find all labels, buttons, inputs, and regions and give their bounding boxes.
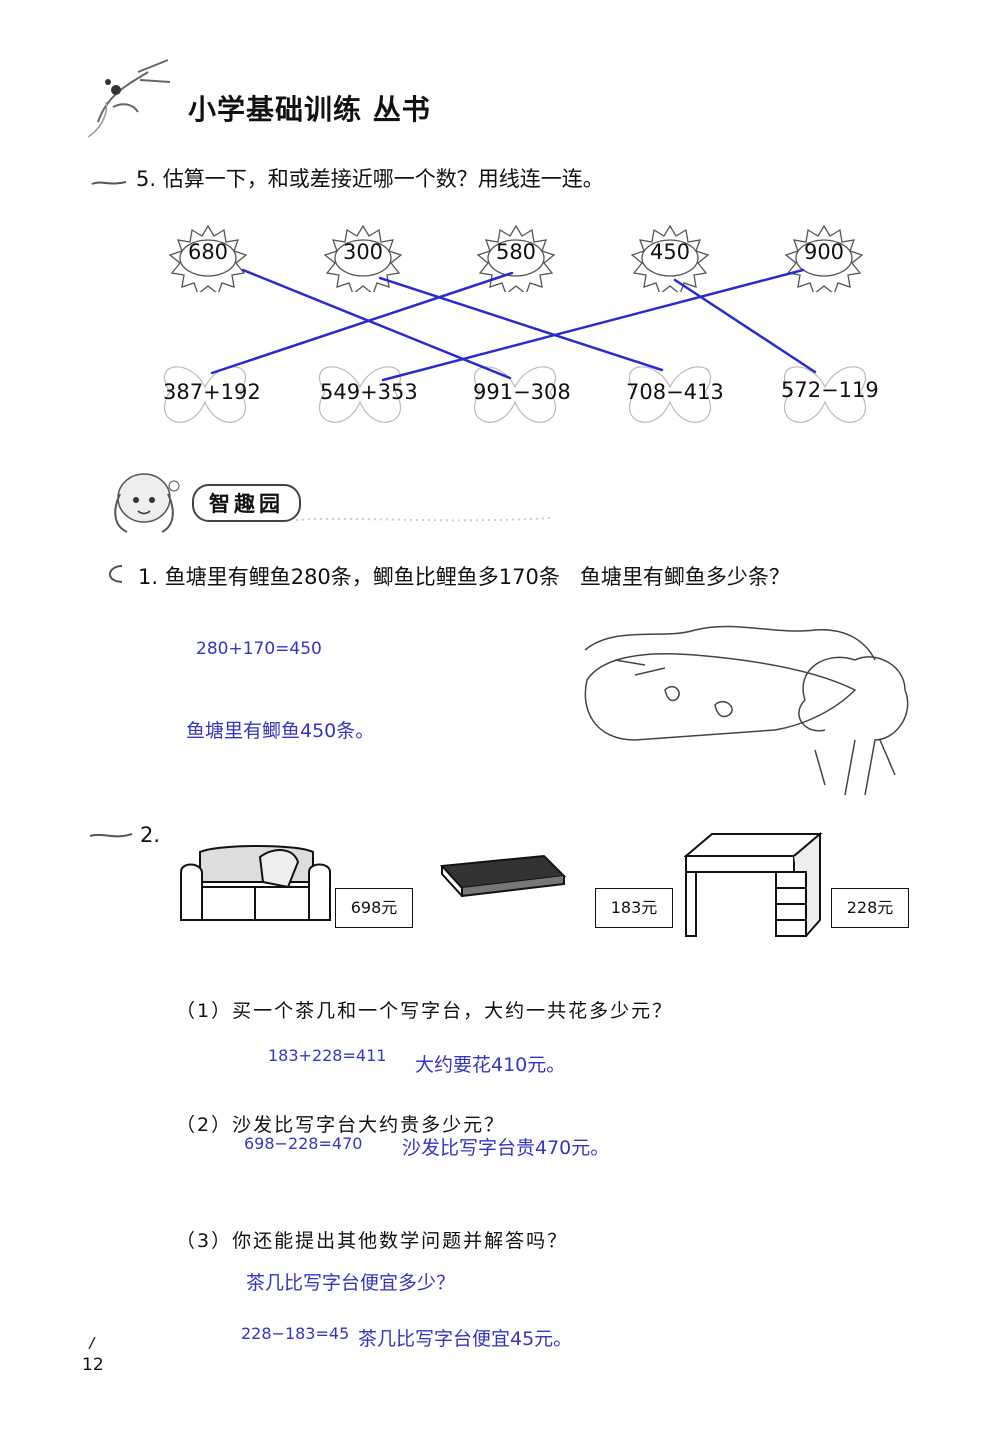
butterfly-decoration-icon [163,366,867,423]
expression: 708−413 [626,380,724,404]
flower-icon [476,224,556,292]
expression: 387+192 [163,380,261,404]
p1-answer-calc: 280+170=450 [196,639,322,659]
line-450-to-572-119 [673,278,817,374]
flower-icon [323,224,403,292]
flower-icon [630,224,710,292]
section-underline-dots [296,517,552,522]
pencil-mark-icon [89,833,133,838]
pencil-mark-icon [91,181,127,185]
flower-icon [168,224,248,292]
line-900-to-549-353 [381,268,805,382]
dragonfly-illustration-icon [87,59,171,138]
girl-mascot-icon [114,473,180,533]
p2-sub3-question: （3）你还能提出其他数学问题并解答吗？ [176,1230,569,1252]
number-flower: 450 [622,222,718,292]
p2-sub2-text: 沙发比写字台贵470元。 [402,1137,610,1159]
page-number-tick-icon [88,1336,96,1350]
p2-label: 2. [140,823,161,847]
expression: 549+353 [320,380,418,404]
p2-sub2-calc: 698−228=470 [244,1134,363,1153]
sofa-icon [180,845,331,921]
number-flower: 680 [160,222,256,292]
expression: 572−119 [781,378,879,402]
p1-answer-text: 鱼塘里有鲫鱼450条。 [186,720,375,742]
pencil-mark-icon [109,565,123,583]
tea-table-icon [439,854,567,898]
p2-sub3-text: 茶几比写字台便宜45元。 [358,1328,573,1350]
flower-number: 300 [342,240,384,264]
section-title-box: 智趣园 [192,484,301,522]
p2-sub2-question: （2）沙发比写字台大约贵多少元？ [176,1114,506,1136]
flower-icon [784,224,864,292]
number-flower: 300 [315,222,411,292]
number-flower: 580 [468,222,564,292]
p1-prompt: 1. 鱼塘里有鲤鱼280条，鲫鱼比鲤鱼多170条 鱼塘里有鲫鱼多少条？ [138,565,790,589]
flower-number: 680 [187,240,229,264]
flower-number: 900 [803,240,845,264]
sofa-price-tag: 698元 [335,888,413,928]
number-flower: 900 [776,222,872,292]
desk-icon [684,832,823,937]
p2-sub3-calc: 228−183=45 [241,1324,350,1343]
pond-tree-illustration-icon [584,625,909,796]
p2-sub1-calc: 183+228=411 [268,1046,387,1065]
desk-price-tag: 228元 [831,888,909,928]
p2-sub3-ask: 茶几比写字台便宜多少？ [246,1272,456,1294]
section-title: 智趣园 [209,492,284,516]
connection-lines [210,268,817,382]
page-number: 12 [82,1355,104,1375]
line-580-to-387-192 [210,271,514,375]
line-680-to-991-308 [241,268,512,380]
line-300-to-708-413 [378,276,664,372]
tea-table-price-tag: 183元 [595,888,673,928]
series-title: 小学基础训练 丛书 [188,93,431,126]
p2-sub1-text: 大约要花410元。 [415,1054,566,1076]
p2-sub1-question: （1）买一个茶几和一个写字台，大约一共花多少元？ [176,1000,674,1022]
q5-prompt: 5. 估算一下，和或差接近哪一个数？用线连一连。 [136,167,604,191]
expression: 991−308 [473,380,571,404]
flower-number: 450 [649,240,691,264]
flower-number: 580 [495,240,537,264]
